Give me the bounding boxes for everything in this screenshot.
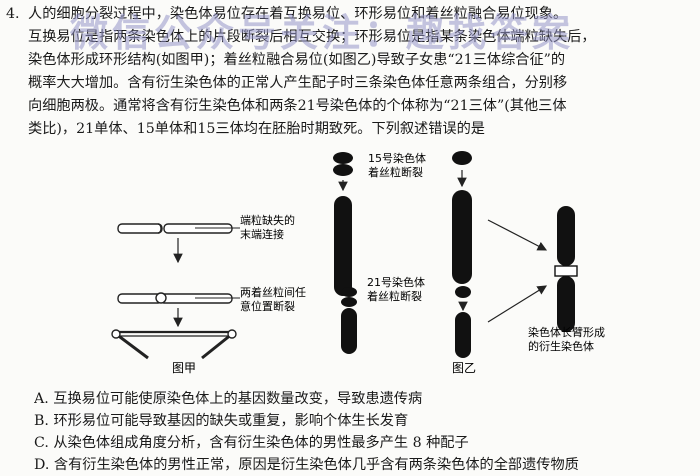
- figure: 端粒缺失的 末端连接 两着丝粒间任 意位置断裂 图甲 15号染色体 着丝粒断裂 …: [111, 151, 605, 375]
- yi-label-21-1: 21号染色体: [367, 275, 425, 289]
- jia-label-break-1: 两着丝粒间任: [240, 285, 306, 299]
- yi-chr21-right-top: [455, 286, 471, 298]
- yi-arrow-to-derived-2: [487, 285, 548, 323]
- question-line-1: 4.人的细胞分裂过程中，染色体易位存在着互换易位、环形易位和着丝粒融合易位现象。: [6, 3, 696, 26]
- question-line-4: 概率大大增加。含有衍生染色体的正常人产生配子时三条染色体任意两条组合，分别移: [28, 75, 568, 91]
- yi-chr15-left: [333, 152, 353, 176]
- yi-chr15-left-lower: [334, 196, 352, 296]
- jia-caption: 图甲: [172, 361, 196, 375]
- yi-label-derived-1: 染色体长臂形成: [528, 325, 605, 339]
- watermark: 微信公众号关注：趣找答案: [70, 11, 575, 55]
- yi-label-15-1: 15号染色体: [368, 151, 426, 165]
- jia-label-break-2: 意位置断裂: [240, 299, 295, 313]
- yi-chr15-right-top: [452, 151, 472, 165]
- yi-label-derived-2: 的衍生染色体: [528, 339, 594, 353]
- yi-arrow-to-derived-1: [487, 219, 548, 251]
- jia-ring-chromosome: [111, 329, 237, 360]
- yi-chr21-right: [455, 312, 471, 358]
- figure-jia: 端粒缺失的 末端连接 两着丝粒间任 意位置断裂 图甲: [111, 213, 306, 375]
- yi-chr15-right: [452, 190, 472, 284]
- yi-label-15-2: 着丝粒断裂: [368, 165, 423, 179]
- yi-chr21-left: [341, 287, 357, 307]
- question-line-6: 类比)，21单体、15单体和15三体均在胚胎时期致死。下列叙述错误的是: [28, 121, 485, 137]
- yi-derived-chromosome: [554, 206, 578, 332]
- jia-label-telomere-1: 端粒缺失的: [240, 213, 295, 227]
- option-a[interactable]: A. 互换易位可能使原染色体上的基因数量改变，导致患遗传病: [34, 391, 423, 407]
- jia-label-telomere-2: 末端连接: [240, 227, 284, 241]
- option-b[interactable]: B. 环形易位可能导致基因的缺失或重复，影响个体生长发育: [34, 413, 409, 429]
- yi-label-21-2: 着丝粒断裂: [367, 289, 422, 303]
- question-number: 4.: [6, 6, 20, 22]
- option-c[interactable]: C. 从染色体组成角度分析，含有衍生染色体的男性最多产生 8 种配子: [34, 435, 469, 451]
- options-list: A. 互换易位可能使原染色体上的基因数量改变，导致患遗传病 B. 环形易位可能导…: [34, 388, 694, 476]
- yi-chr21-left-lower: [341, 308, 357, 354]
- yi-caption: 图乙: [452, 361, 476, 375]
- figure-yi: 15号染色体 着丝粒断裂 21号染色体 着丝粒断裂 染色体长臂形成 的衍生染色体…: [333, 151, 605, 375]
- option-d[interactable]: D. 含有衍生染色体的男性正常，原因是衍生染色体几乎含有两条染色体的全部遗传物质: [34, 457, 579, 473]
- question-line-3: 染色体形成环形结构(如图甲)；着丝粒融合易位(如图乙)导致子女患“21三体综合征…: [28, 52, 566, 68]
- question-line-2: 互换易位是指两条染色体上的片段断裂后相互交换；环形易位是指某条染色体端粒缺失后，: [28, 29, 596, 45]
- question-text: 4.人的细胞分裂过程中，染色体易位存在着互换易位、环形易位和着丝粒融合易位现象。…: [6, 3, 696, 141]
- question-line-5: 向细胞两极。通常将含有衍生染色体和两条21号染色体的个体称为“21三体”(其他三…: [28, 98, 567, 114]
